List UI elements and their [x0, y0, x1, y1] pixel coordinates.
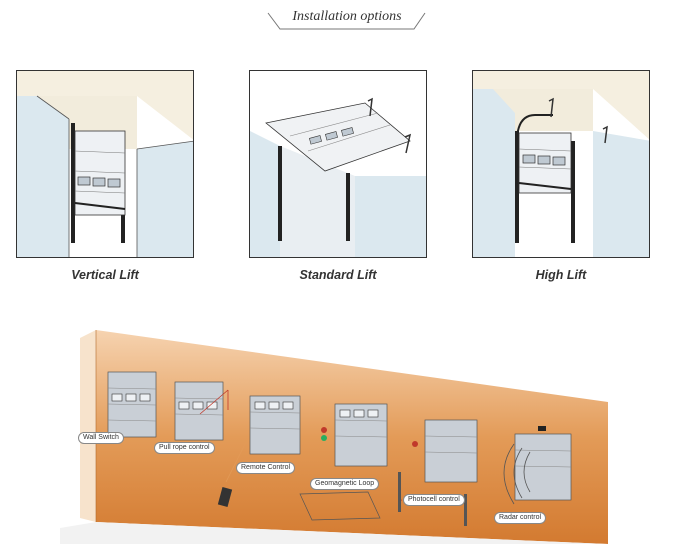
standard-lift-caption: Standard Lift — [299, 268, 377, 282]
door-6 — [503, 426, 572, 505]
vertical-lift-caption: Vertical Lift — [71, 268, 139, 282]
door-3 — [249, 395, 301, 455]
photocell-label: Photocell control — [403, 494, 465, 506]
control-options-illustration: Wall Switch Pull rope control Remote Con… — [60, 322, 620, 544]
radar-control-label: Radar control — [494, 512, 547, 524]
wall-switch-label: Wall Switch — [78, 432, 124, 444]
geomagnetic-loop-label: Geomagnetic Loop — [310, 478, 380, 490]
remote-control-label: Remote Control — [236, 462, 296, 474]
door-4 — [321, 403, 388, 467]
door-1 — [107, 371, 157, 438]
pull-rope-label: Pull rope control — [154, 442, 215, 454]
section-header: Installation options — [0, 0, 692, 34]
high-lift-caption: High Lift — [535, 268, 587, 282]
section-title: Installation options — [292, 9, 402, 24]
door-2 — [174, 381, 229, 441]
vertical-lift-illustration — [16, 70, 194, 258]
header-rule — [0, 12, 692, 30]
door-5 — [399, 419, 478, 505]
standard-lift-illustration — [249, 70, 427, 258]
high-lift-illustration — [472, 70, 650, 258]
